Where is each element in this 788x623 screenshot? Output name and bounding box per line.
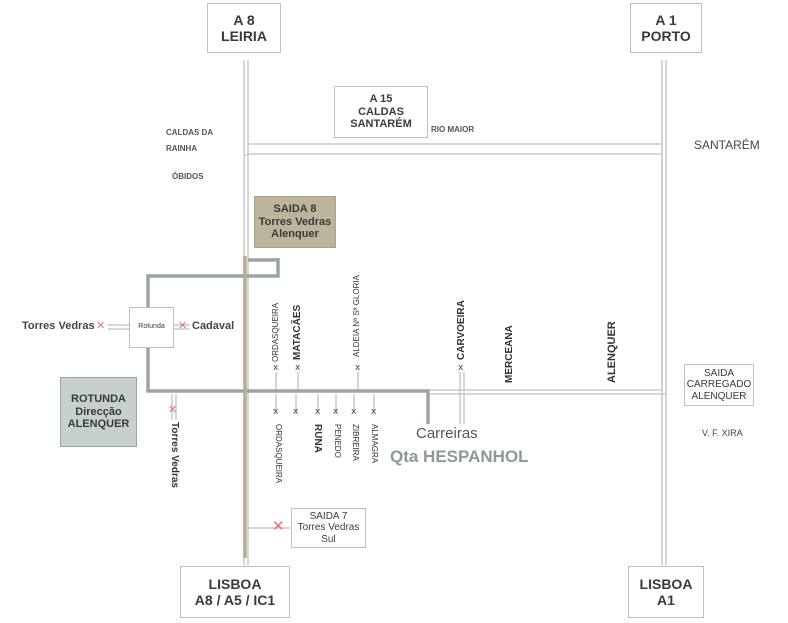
leiria-label: LEIRIA — [221, 28, 267, 44]
saida7-box: SAIDA 7 Torres Vedras Sul — [291, 508, 366, 548]
junction-marker: x — [371, 407, 377, 417]
torres-vedras-left-label: Torres Vedras — [22, 320, 95, 332]
rotunda-alenquer-line3: ALENQUER — [67, 418, 130, 431]
a1-porto-box: A 1 PORTO — [630, 3, 702, 53]
rotunda-alenquer-box: ROTUNDA Direcção ALENQUER — [60, 377, 137, 447]
route-to-quinta — [146, 258, 430, 424]
obidos-label: ÓBIDOS — [172, 172, 204, 181]
santarem-label: SANTARÉM — [694, 138, 760, 152]
red-x-marker: ✕ — [272, 517, 285, 535]
lisboa-a1-box: LISBOA A1 — [628, 566, 704, 618]
ordasqueira-down-label: ORDASQUEIRA — [274, 424, 283, 484]
carvoeira-label: CARVOEIRA — [456, 300, 467, 360]
caldas-da-rainha-label: CALDAS DA RAINHA — [166, 128, 214, 153]
saida8-line3: Alenquer — [271, 228, 319, 241]
junction-marker: x — [458, 363, 464, 373]
a15-box: A 15 CALDAS SANTARÉM — [334, 86, 428, 138]
qta-hespanhol-label: Qta HESPANHOL — [390, 447, 529, 466]
vf-xira-label: V. F. XIRA — [702, 428, 743, 438]
rotunda-small-box: Rotunda — [129, 307, 174, 348]
route-segment-north — [146, 258, 280, 308]
a1-label: A 1 — [655, 11, 677, 28]
saida7-line3: Sul — [321, 533, 336, 545]
penedo-label: PENEDO — [333, 424, 342, 458]
junction-marker: x — [273, 407, 279, 417]
zibreira-label: ZIBREIRA — [351, 424, 360, 461]
saida-carregado-line2: CARREGADO — [686, 379, 752, 391]
caldas-label: CALDAS — [358, 105, 404, 118]
saida8-title: SAIDA 8 — [273, 203, 317, 216]
a8-leiria-box: A 8 LEIRIA — [207, 3, 281, 53]
junction-marker: x — [273, 363, 279, 373]
junction-marker: x — [351, 407, 357, 417]
saida8-line2: Torres Vedras — [258, 215, 332, 228]
merceana-label: MERCEANA — [504, 325, 515, 383]
a15-label: A 15 — [369, 93, 393, 106]
lisboa-right-label: LISBOA — [639, 575, 693, 592]
route-segment-south — [146, 348, 430, 424]
saida-carregado-line1: SAIDA — [703, 367, 734, 379]
red-x-marker: ✕ — [168, 403, 178, 416]
lisboa-a8-box: LISBOA A8 / A5 / IC1 — [180, 566, 290, 618]
lisboa-left-label: LISBOA — [208, 575, 262, 592]
a1-bottom-label: A1 — [657, 592, 675, 608]
santarem-box-label: SANTARÉM — [350, 118, 412, 131]
red-x-marker: ✕ — [178, 319, 188, 332]
a8-a5-ic1-label: A8 / A5 / IC1 — [194, 592, 276, 608]
junction-marker: x — [295, 363, 301, 373]
saida7-title: SAIDA 7 — [309, 510, 348, 522]
saida8-box: SAIDA 8 Torres Vedras Alenquer — [254, 196, 336, 248]
rotunda-alenquer-line2: Direcção — [75, 405, 122, 418]
junction-marker: x — [333, 407, 339, 417]
saida-carregado-box: SAIDA CARREGADO ALENQUER — [684, 364, 754, 406]
red-x-marker: ✕ — [96, 319, 106, 332]
carreiras-label: Carreiras — [416, 425, 478, 442]
road-network — [108, 60, 667, 565]
saida-carregado-line3: ALENQUER — [691, 390, 747, 402]
porto-label: PORTO — [641, 28, 691, 44]
saida7-line2: Torres Vedras — [297, 522, 360, 534]
a8-label: A 8 — [233, 11, 255, 28]
junction-marker: x — [315, 407, 321, 417]
cadaval-label: Cadaval — [192, 320, 235, 332]
torres-vedras-vertical-label: Torres Vedras — [169, 422, 180, 488]
rotunda-small-label: Rotunda — [138, 323, 165, 331]
junction-marker: x — [355, 363, 361, 373]
almagra-label: ALMAGRA — [370, 424, 379, 464]
runa-label: RUNA — [312, 424, 323, 453]
aldeia-gloria-label: ALDEIA Nª Sª GLORIA — [352, 275, 361, 357]
rio-maior-label: RIO MAIOR — [431, 125, 475, 134]
alenquer-label: ALENQUER — [606, 321, 618, 383]
matacaes-label: MATACÃES — [292, 304, 303, 360]
junction-marker: x — [293, 407, 299, 417]
rotunda-alenquer-line1: ROTUNDA — [71, 393, 126, 406]
ordasqueira-up-label: ORDASQUEIRA — [271, 302, 280, 362]
